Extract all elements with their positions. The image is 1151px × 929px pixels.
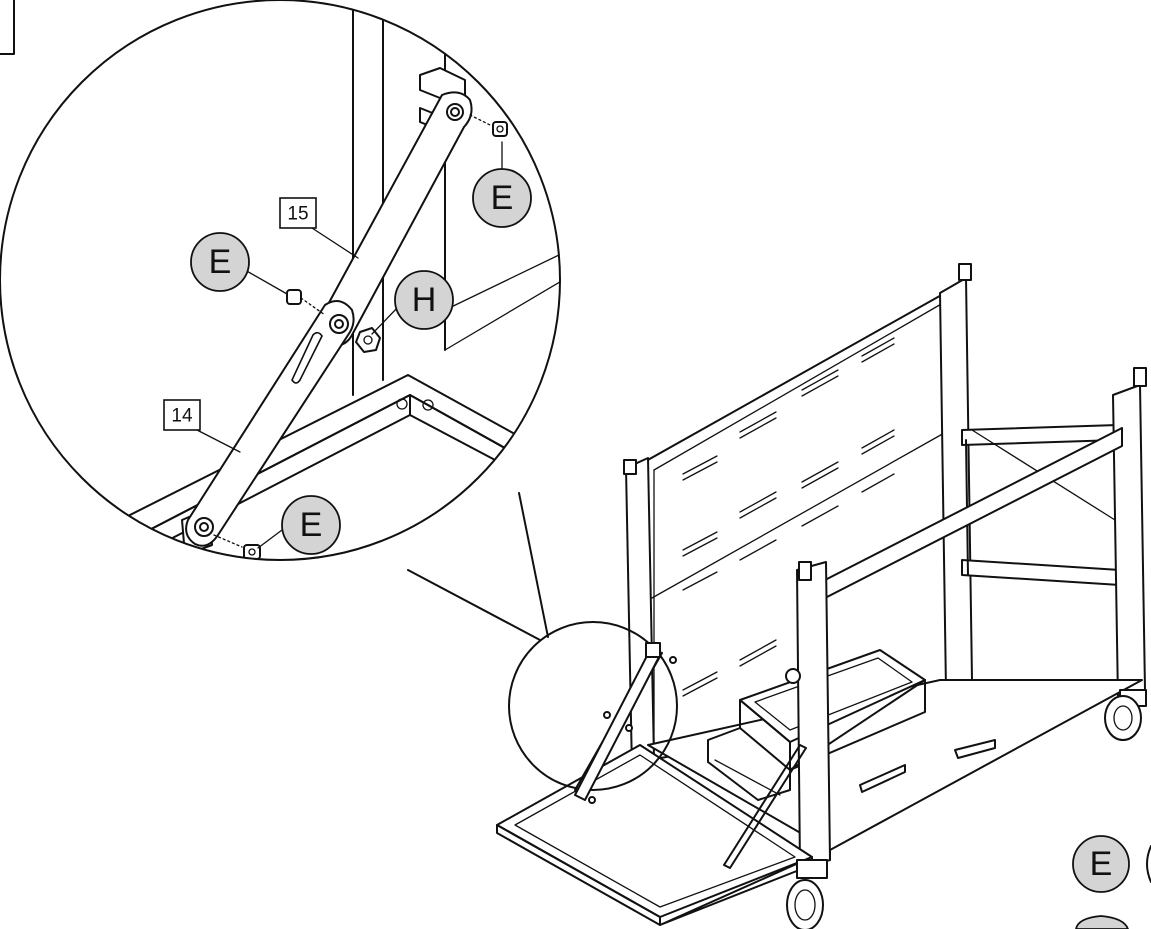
bolt-top [469, 114, 508, 137]
svg-text:15: 15 [287, 204, 308, 225]
svg-text:H: H [412, 281, 437, 319]
tray-support [707, 727, 791, 801]
grease-tray [739, 649, 926, 793]
bolt-middle [286, 289, 326, 316]
detail-circle-content [574, 642, 677, 804]
vent-slots [682, 337, 895, 697]
arm-14 [185, 300, 355, 547]
corner-fragment [0, 0, 15, 55]
callout-h: H [394, 270, 454, 330]
grill-cart [496, 263, 1147, 929]
caster-front-right [1104, 689, 1147, 741]
caster-front-left [786, 859, 828, 929]
part-label-14: 14 [163, 399, 201, 431]
svg-text:E: E [300, 506, 323, 544]
front-right-leg [1112, 367, 1147, 701]
svg-text:E: E [209, 243, 232, 281]
legend-callout-partial [1075, 915, 1129, 929]
detail-circle-small [508, 621, 678, 791]
legend-callout-e: E [1072, 835, 1151, 893]
detail-circle-large [0, 0, 560, 560]
nut-middle [355, 327, 381, 353]
callout-e-top: E [472, 168, 532, 228]
magnify-leader-b [407, 569, 541, 641]
svg-text:14: 14 [171, 406, 193, 427]
part-label-15: 15 [279, 197, 317, 229]
svg-text:E: E [1090, 845, 1113, 883]
back-left-leg [623, 457, 655, 771]
callout-e-bottom: E [281, 495, 341, 555]
callout-e-middle: E [190, 232, 250, 292]
svg-text:E: E [491, 179, 514, 217]
front-left-leg [796, 561, 831, 869]
detail-circle-large-outline [0, 0, 561, 561]
magnify-leader-a [518, 492, 549, 638]
